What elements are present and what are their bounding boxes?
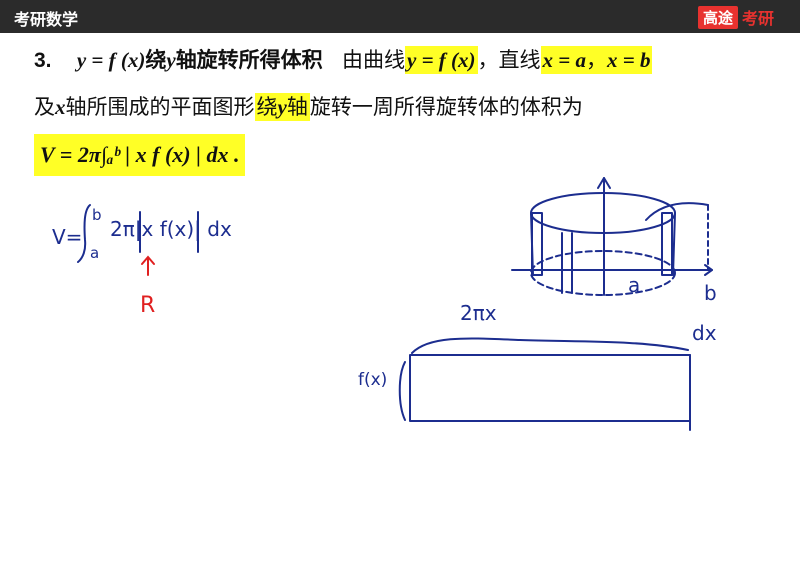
rotation-highlight: 绕y轴 xyxy=(254,93,310,121)
top-bar: 考研数学 高途 考研 xyxy=(0,0,800,33)
cylinder-top xyxy=(530,192,676,234)
brand-logo-mark: 高途 xyxy=(697,5,738,29)
y-axis-arrow xyxy=(597,177,611,189)
problem-line-1: 3. y = f (x)绕y轴旋转所得体积 由曲线y = f (x)，直线x =… xyxy=(34,44,653,74)
x-axis-arrow xyxy=(704,264,713,276)
desc-text-5: 绕 xyxy=(256,95,278,119)
volume-formula: V = 2π∫ₐᵇ | x f (x) | dx . xyxy=(34,134,246,176)
desc-text-2: ，直线 xyxy=(477,48,541,72)
handwritten-integral xyxy=(77,204,91,263)
desc-var-y: y xyxy=(277,95,287,119)
curve-sketch xyxy=(645,202,709,221)
line-b-formula: x = b xyxy=(607,48,651,72)
hand-strip-top: 2πx xyxy=(460,301,497,325)
item-number: 3. xyxy=(34,49,52,72)
course-title: 考研数学 xyxy=(14,10,79,29)
desc-text-7: 旋转一周所得旋转体的体积为 xyxy=(309,95,583,119)
lines-highlight: x = a，x = b xyxy=(540,46,653,74)
cylinder-left-edge xyxy=(530,212,534,276)
strip-top-edge xyxy=(411,337,689,354)
hand-label-b: b xyxy=(704,281,717,305)
curve-formula-highlight: y = f (x) xyxy=(405,46,478,74)
brand-logo: 高途 考研 xyxy=(697,5,774,29)
hand-int-lower: a xyxy=(90,244,99,262)
cylinder-bottom xyxy=(530,250,676,296)
hand-label-r: R xyxy=(140,293,155,318)
desc-var-x: x xyxy=(55,95,66,119)
hand-int-upper: b xyxy=(92,206,102,224)
unrolled-strip xyxy=(409,354,691,422)
problem-line-2: 及x轴所围成的平面图形绕y轴旋转一周所得旋转体的体积为 xyxy=(34,91,583,121)
line-separator: ， xyxy=(586,48,607,72)
shell-front xyxy=(561,232,573,294)
heading-formula: y = f (x) xyxy=(76,48,146,72)
shell-left xyxy=(531,212,543,276)
heading-var: y xyxy=(166,48,176,72)
desc-text-3: 及 xyxy=(34,95,55,119)
brand-logo-text: 考研 xyxy=(741,9,774,28)
problem-line-3: V = 2π∫ₐᵇ | x f (x) | dx . xyxy=(34,134,246,176)
desc-text-1: 由曲线 xyxy=(342,48,405,72)
shell-right xyxy=(661,212,673,276)
red-arrow-head xyxy=(141,255,155,265)
cylinder-right-edge xyxy=(672,212,676,276)
hand-strip-dx: dx xyxy=(692,321,717,345)
hand-integrand: 2π|x f(x)| dx xyxy=(110,217,232,241)
hand-v-equals: V= xyxy=(52,225,82,249)
heading-text-1: 绕 xyxy=(145,48,167,72)
hand-label-a: a xyxy=(628,273,640,297)
line-a-formula: x = a xyxy=(542,48,586,72)
hand-strip-fx: f(x) xyxy=(358,370,387,390)
desc-text-6: 轴 xyxy=(286,95,308,119)
desc-text-4: 轴所围成的平面图形 xyxy=(65,95,255,119)
strip-height-brace xyxy=(398,361,406,421)
heading-text-2: 轴旋转所得体积 xyxy=(175,48,323,72)
